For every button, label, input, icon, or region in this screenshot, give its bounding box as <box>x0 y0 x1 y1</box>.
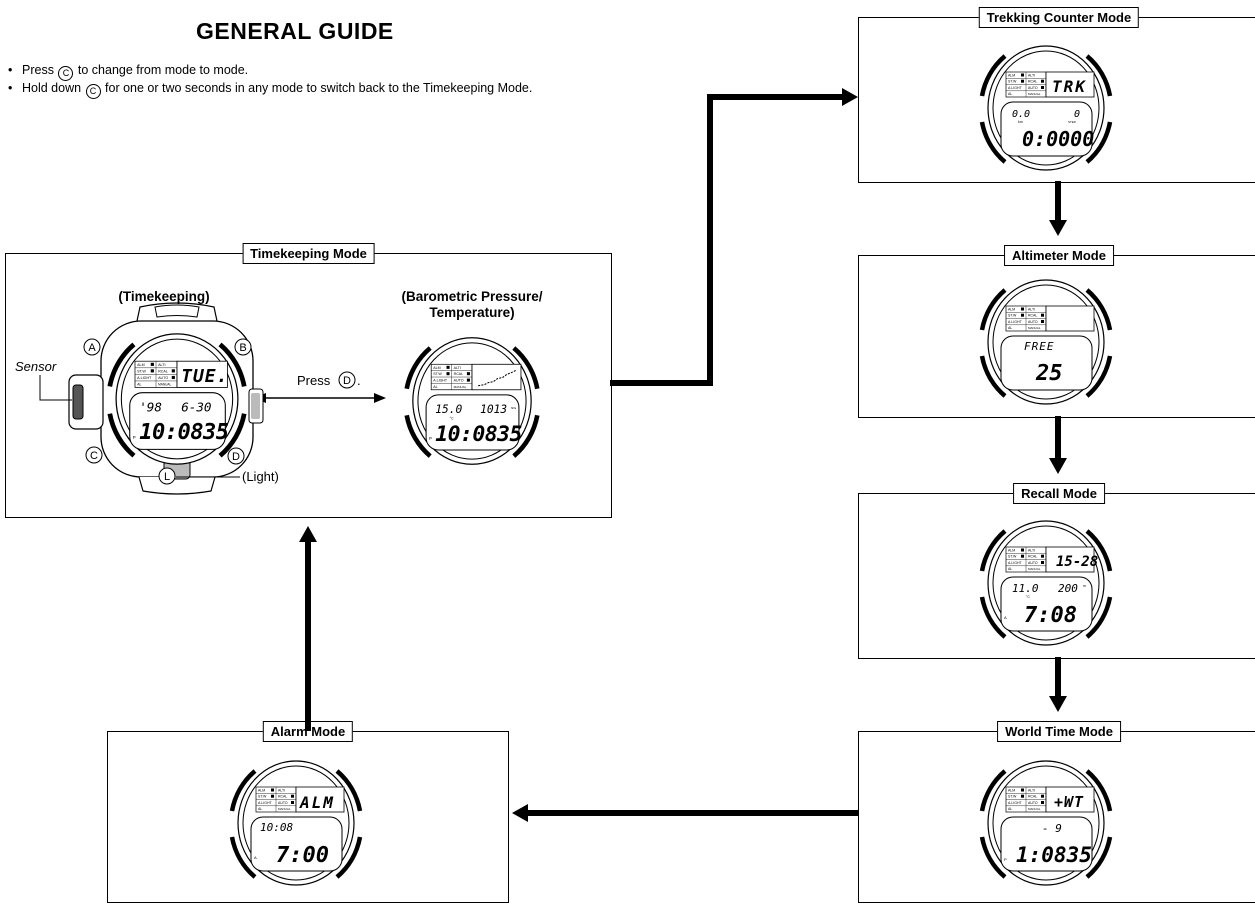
svg-text:0.0: 0.0 <box>1012 109 1030 120</box>
svg-text:10:0835: 10:0835 <box>435 422 522 447</box>
svg-text:200: 200 <box>1058 582 1078 595</box>
svg-text:- 9: - 9 <box>1042 822 1062 835</box>
pm-marker: P <box>133 435 136 440</box>
svg-text:0:0000: 0:0000 <box>1022 127 1094 151</box>
baro-watch: 15.0 1013 hPa °C P 10:0835 <box>407 338 538 464</box>
button-c-icon: C <box>58 66 74 81</box>
svg-text:+WT: +WT <box>1054 793 1084 811</box>
world-time-watch: +WT - 9 P 1:0835 <box>982 761 1110 885</box>
svg-text:A: A <box>1004 615 1007 620</box>
recall-mode-label: Recall Mode <box>1013 483 1105 504</box>
svg-text:°C: °C <box>450 416 454 420</box>
svg-text:A: A <box>254 855 257 860</box>
light-label: (Light) <box>242 469 279 484</box>
button-d-icon: D <box>232 451 240 463</box>
svg-text:°C: °C <box>1026 595 1030 599</box>
svg-text:15-28: 15-28 <box>1056 554 1098 570</box>
instruction-item: Press C to change from mode to mode. <box>8 63 638 81</box>
baro-caption-line2: Temperature) <box>429 305 514 320</box>
press-label: Press <box>297 373 331 388</box>
sensor-label: Sensor <box>15 359 57 374</box>
instruction-item: Hold down C for one or two seconds in an… <box>8 81 638 99</box>
svg-text:TRK: TRK <box>1052 77 1087 96</box>
button-c-icon: C <box>85 84 101 99</box>
button-l-icon: L <box>164 471 170 483</box>
page-title: GENERAL GUIDE <box>196 18 394 44</box>
alarm-watch: ALM 10:08 A 7:00 <box>232 761 360 885</box>
watch-button-labels: A B C D L <box>83 338 252 485</box>
svg-text:P: P <box>1004 857 1007 862</box>
pressure-graph-icon <box>478 369 517 387</box>
alarm-mode-label: Alarm Mode <box>262 721 354 742</box>
svg-text:0: 0 <box>1074 109 1080 120</box>
svg-text:11.0: 11.0 <box>1012 582 1039 595</box>
svg-text:10:08: 10:08 <box>260 821 293 834</box>
timekeeping-caption: (Timekeeping) <box>118 289 209 304</box>
svg-text:7:00: 7:00 <box>276 843 329 868</box>
svg-text:7:08: 7:08 <box>1024 603 1077 628</box>
flow-arrows <box>254 88 1067 822</box>
button-b-icon: B <box>239 342 246 354</box>
svg-text:hPa: hPa <box>511 406 517 410</box>
trekking-mode-label: Trekking Counter Mode <box>978 7 1140 28</box>
timekeeping-time: 10:0835 <box>139 420 228 445</box>
trekking-watch: TRK 0.0 0 km STEP 0:0000 <box>982 46 1110 170</box>
svg-text:STEP: STEP <box>1068 120 1076 124</box>
timekeeping-watch: TUE. '98 6-30 P 10:0835 <box>68 302 264 495</box>
button-c-icon: C <box>90 450 98 462</box>
world-time-mode-label: World Time Mode <box>997 721 1121 742</box>
svg-text:FREE: FREE <box>1024 340 1055 353</box>
altimeter-mode-label: Altimeter Mode <box>1004 245 1114 266</box>
baro-caption-line1: (Barometric Pressure/ <box>401 289 542 304</box>
svg-text:P: P <box>429 436 432 441</box>
svg-text:15.0: 15.0 <box>435 403 462 416</box>
altimeter-watch: FREE 25 <box>982 280 1110 404</box>
svg-text:km: km <box>1018 120 1023 124</box>
svg-text:m: m <box>1083 584 1086 588</box>
timekeeping-year: '98 <box>139 400 162 415</box>
svg-text:1013: 1013 <box>480 403 507 416</box>
instruction-list: Press C to change from mode to mode. Hol… <box>8 63 638 100</box>
button-d-icon: D <box>343 375 351 387</box>
timekeeping-date: 6-30 <box>181 400 211 415</box>
recall-watch: 15-28 11.0 200 m °C A 7:08 <box>982 521 1110 645</box>
svg-text:25: 25 <box>1035 361 1063 386</box>
button-a-icon: A <box>88 342 96 354</box>
timekeeping-mode-label: Timekeeping Mode <box>242 243 375 264</box>
svg-text:.: . <box>357 373 361 388</box>
svg-text:ALM: ALM <box>299 793 335 812</box>
timekeeping-top-display: TUE. <box>181 366 228 387</box>
svg-text:1:0835: 1:0835 <box>1016 843 1092 867</box>
